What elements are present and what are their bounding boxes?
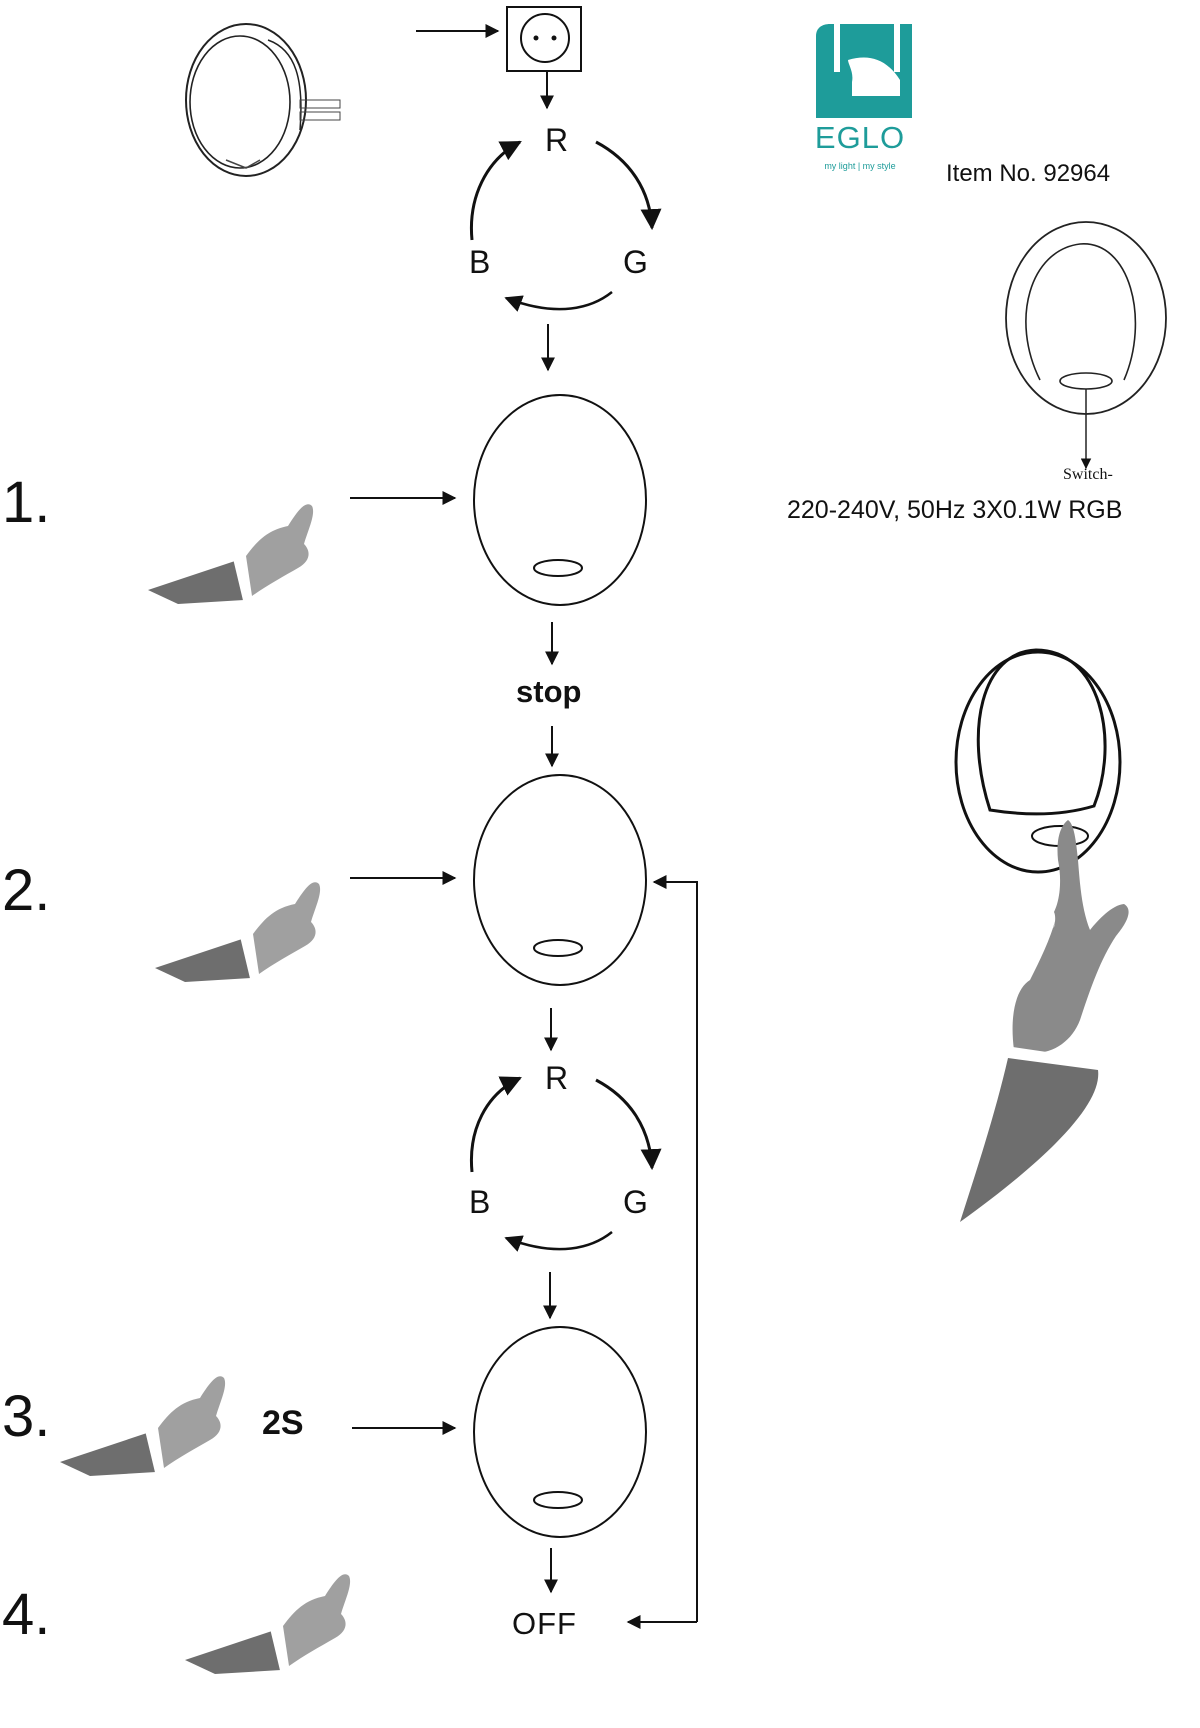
cycle-1-red-label: R [545,122,569,158]
item-number: Item No. 92964 [946,160,1111,187]
night-light-product-icon [185,23,341,177]
step-4-number: 4. [2,1582,51,1647]
cycle-2-red-label: R [545,1060,569,1096]
cycle-2-green-label: G [623,1184,648,1220]
step-2-number: 2. [2,858,51,923]
stop-label: stop [516,674,582,709]
cycle-1-blue-label: B [469,244,491,280]
brand-name: EGLO [814,120,906,155]
brand-tagline: my light | my style [824,161,896,171]
lamp-outline-step-3 [473,1326,647,1538]
lamp-ring-detail [954,648,1122,874]
cycle-2-blue-label: B [469,1184,491,1220]
eglo-logo [808,22,912,118]
hold-duration-label: 2S [262,1404,304,1442]
specs-label: 220-240V, 50Hz 3X0.1W RGB [787,496,1123,524]
off-label: OFF [512,1606,577,1641]
hand-press-icon [960,820,1129,1222]
lamp-switch-detail [1005,221,1167,470]
lamp-outline-step-1 [473,394,647,606]
lamp-outline-step-2 [473,774,647,986]
cycle-1-green-label: G [623,244,648,280]
step-3-number: 3. [2,1384,51,1449]
hand-press-icon [185,1574,350,1674]
hand-press-icon [148,504,313,604]
power-socket-icon [506,6,582,72]
hand-press-icon [155,882,320,982]
switch-label: Switch- [1063,466,1113,483]
step-1-number: 1. [2,470,51,535]
hand-press-icon [60,1376,225,1476]
